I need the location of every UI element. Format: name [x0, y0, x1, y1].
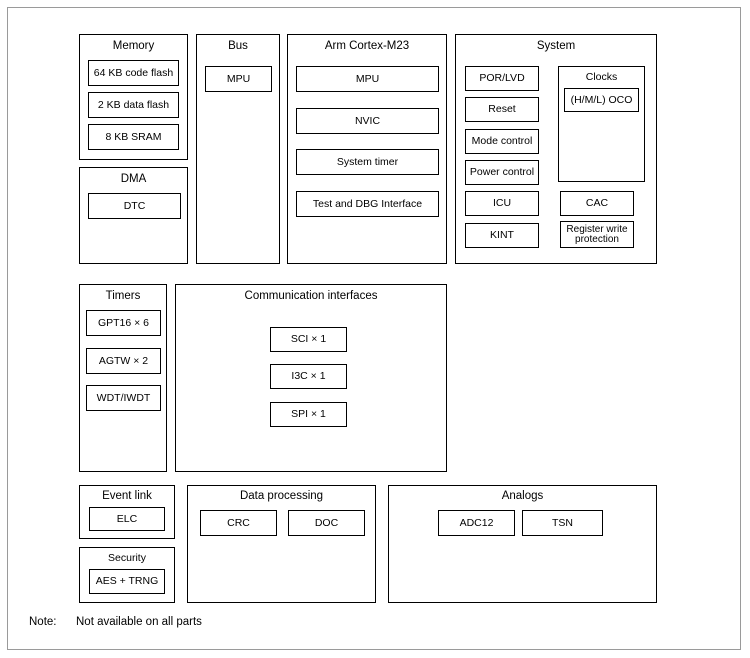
clocks-title: Clocks: [585, 71, 618, 83]
sci-block: SCI × 1: [270, 327, 347, 352]
dma-title: DMA: [120, 173, 147, 185]
analogs-title: Analogs: [501, 490, 544, 502]
test-dbg-interface-block: Test and DBG Interface: [296, 191, 439, 217]
timers-title: Timers: [105, 290, 141, 302]
security-group: Security AES + TRNG: [79, 547, 175, 603]
por-lvd-block: POR/LVD: [465, 66, 539, 91]
power-control-block: Power control: [465, 160, 539, 185]
code-flash-block: 64 KB code flash: [88, 60, 179, 86]
event-link-title: Event link: [102, 490, 152, 502]
communication-interfaces-group: Communication interfaces SCI × 1 I3C × 1…: [175, 284, 447, 472]
bus-mpu-block: MPU: [205, 66, 272, 92]
adc12-block: ADC12: [438, 510, 515, 536]
crc-block: CRC: [200, 510, 277, 536]
icu-block: ICU: [465, 191, 539, 216]
i3c-block: I3C × 1: [270, 364, 347, 389]
oco-block: (H/M/L) OCO: [564, 88, 639, 112]
sram-block: 8 KB SRAM: [88, 124, 179, 150]
system-timer-block: System timer: [296, 149, 439, 175]
clocks-group: Clocks (H/M/L) OCO: [558, 66, 645, 182]
timers-group: Timers GPT16 × 6 AGTW × 2 WDT/IWDT: [79, 284, 167, 472]
aes-trng-block: AES + TRNG: [89, 569, 165, 594]
spi-block: SPI × 1: [270, 402, 347, 427]
mode-control-block: Mode control: [465, 129, 539, 154]
note-text: Not available on all parts: [76, 616, 202, 628]
kint-block: KINT: [465, 223, 539, 248]
system-title: System: [536, 40, 576, 52]
note-label: Note:: [29, 616, 57, 628]
event-link-group: Event link ELC: [79, 485, 175, 539]
communication-interfaces-title: Communication interfaces: [244, 290, 378, 302]
diagram-frame: [7, 7, 741, 650]
register-write-protection-block: Register write protection: [560, 221, 634, 248]
security-title: Security: [108, 552, 146, 564]
dtc-block: DTC: [88, 193, 181, 219]
cac-block: CAC: [560, 191, 634, 216]
bus-group: Bus MPU: [196, 34, 280, 264]
elc-block: ELC: [89, 507, 165, 531]
dma-group: DMA DTC: [79, 167, 188, 264]
cpu-title: Arm Cortex-M23: [324, 40, 410, 52]
cpu-mpu-block: MPU: [296, 66, 439, 92]
analogs-group: Analogs ADC12 TSN: [388, 485, 657, 603]
doc-block: DOC: [288, 510, 365, 536]
memory-group: Memory 64 KB code flash 2 KB data flash …: [79, 34, 188, 160]
reset-block: Reset: [465, 97, 539, 122]
wdt-iwdt-block: WDT/IWDT: [86, 385, 161, 411]
gpt16-block: GPT16 × 6: [86, 310, 161, 336]
data-flash-block: 2 KB data flash: [88, 92, 179, 118]
data-processing-group: Data processing CRC DOC: [187, 485, 376, 603]
nvic-block: NVIC: [296, 108, 439, 134]
bus-title: Bus: [228, 40, 248, 52]
memory-title: Memory: [112, 40, 155, 52]
tsn-block: TSN: [522, 510, 603, 536]
agtw-block: AGTW × 2: [86, 348, 161, 374]
system-group: System POR/LVD Reset Mode control Power …: [455, 34, 657, 264]
cpu-group: Arm Cortex-M23 MPU NVIC System timer Tes…: [287, 34, 447, 264]
data-processing-title: Data processing: [239, 490, 324, 502]
